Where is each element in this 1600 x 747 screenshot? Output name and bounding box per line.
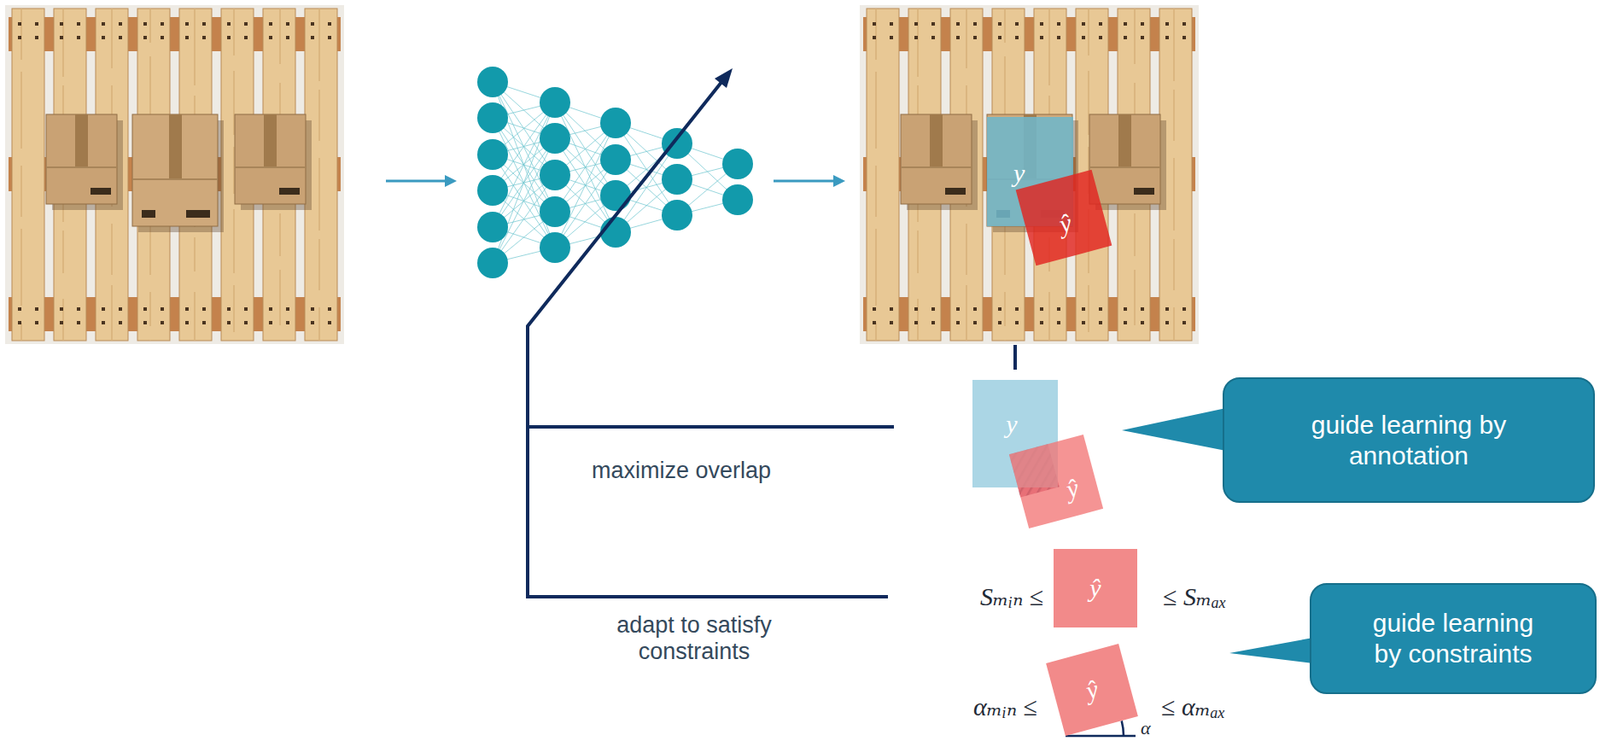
output-image <box>859 5 1199 345</box>
constraint-bound: Sₘᵢₙ ≤ <box>980 582 1044 613</box>
callout-bubble: guide learning by constraints <box>1309 583 1597 695</box>
feedback-line <box>525 595 888 599</box>
neuron <box>722 148 754 180</box>
callout-text: guide learning by annotation <box>1292 409 1525 472</box>
prediction-box: ŷ <box>1053 548 1138 628</box>
constraint-bound: ≤ Sₘₐₓ <box>1162 582 1227 613</box>
box-symbol: ŷ <box>1062 472 1082 505</box>
constraint-bound: ≤ αₘₐₓ <box>1161 692 1226 723</box>
neuron <box>539 122 571 154</box>
flow-arrow <box>385 180 446 183</box>
neuron <box>539 196 571 228</box>
neuron <box>722 184 754 216</box>
feedback-line <box>527 81 723 597</box>
neuron <box>600 144 631 176</box>
arrow-head <box>444 175 457 187</box>
network-neurons <box>477 66 754 279</box>
angle-baseline <box>1065 735 1136 738</box>
prediction-box: ŷ <box>1045 643 1139 736</box>
neuron <box>539 159 571 191</box>
feedback-line <box>525 425 894 429</box>
neuron <box>539 232 571 263</box>
neuron <box>661 163 693 195</box>
callout-pointer <box>1229 637 1314 664</box>
box-symbol: ŷ <box>1056 207 1075 240</box>
angle-arc <box>1121 720 1124 736</box>
constraint-bound: αₘᵢₙ ≤ <box>973 692 1038 723</box>
box-symbol: y <box>1013 157 1025 189</box>
arrow-head <box>714 68 733 88</box>
neuron <box>661 199 693 231</box>
neuron <box>477 66 509 98</box>
neuron <box>477 247 509 279</box>
line-label: adapt to satisfy constraints <box>582 612 806 666</box>
input-image <box>5 5 345 345</box>
neuron <box>477 139 509 170</box>
box-symbol: y <box>1005 408 1017 440</box>
callout-bubble: guide learning by annotation <box>1222 377 1595 503</box>
neuron <box>539 87 571 118</box>
leader-line <box>1013 344 1017 370</box>
neuron <box>600 216 631 248</box>
neuron <box>477 102 509 134</box>
flow-arrow <box>773 180 835 183</box>
neuron <box>477 175 509 206</box>
box-symbol: ŷ <box>1089 572 1101 604</box>
line-label: maximize overlap <box>591 457 771 485</box>
callout-text: guide learning by constraints <box>1359 607 1548 670</box>
angle-symbol: α <box>1140 717 1151 739</box>
neuron <box>600 180 631 211</box>
box-symbol: ŷ <box>1082 673 1102 707</box>
neuron <box>600 107 631 139</box>
callout-pointer <box>1121 408 1227 451</box>
arrow-head <box>833 175 846 187</box>
neuron <box>477 211 509 243</box>
